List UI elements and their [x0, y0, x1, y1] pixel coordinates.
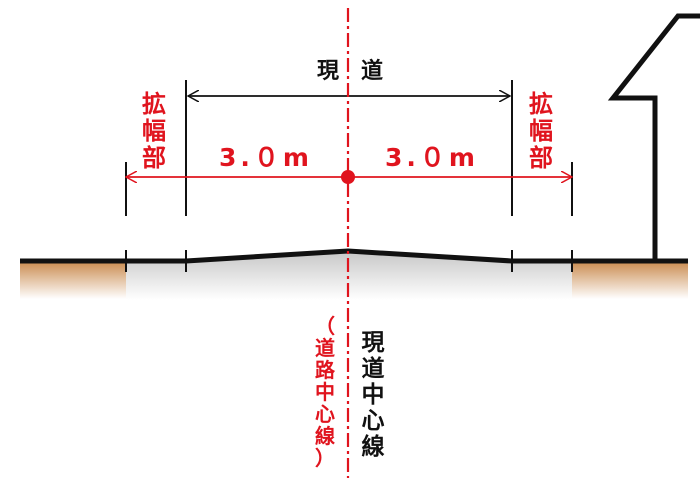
widening-label-right: 拡幅部	[529, 90, 553, 172]
widening-label-left-text: 拡幅部	[142, 90, 166, 172]
centerline-label-black: 現道中心線	[362, 330, 385, 460]
soil-right	[572, 261, 688, 299]
road-label: 現 道	[317, 58, 383, 84]
soil-left	[20, 261, 126, 299]
centerline-label-black-text: 現道中心線	[362, 330, 385, 460]
center-point	[341, 170, 355, 184]
widening-label-right-text: 拡幅部	[529, 90, 553, 172]
distance-label-left: 3.０m	[219, 143, 313, 172]
distance-label-right: 3.０m	[385, 143, 479, 172]
centerline-label-red-text: （道路中心線）	[315, 314, 336, 470]
widening-label-left: 拡幅部	[142, 90, 166, 172]
centerline-label-red: （道路中心線）	[315, 314, 336, 470]
house-outline	[607, 13, 700, 261]
